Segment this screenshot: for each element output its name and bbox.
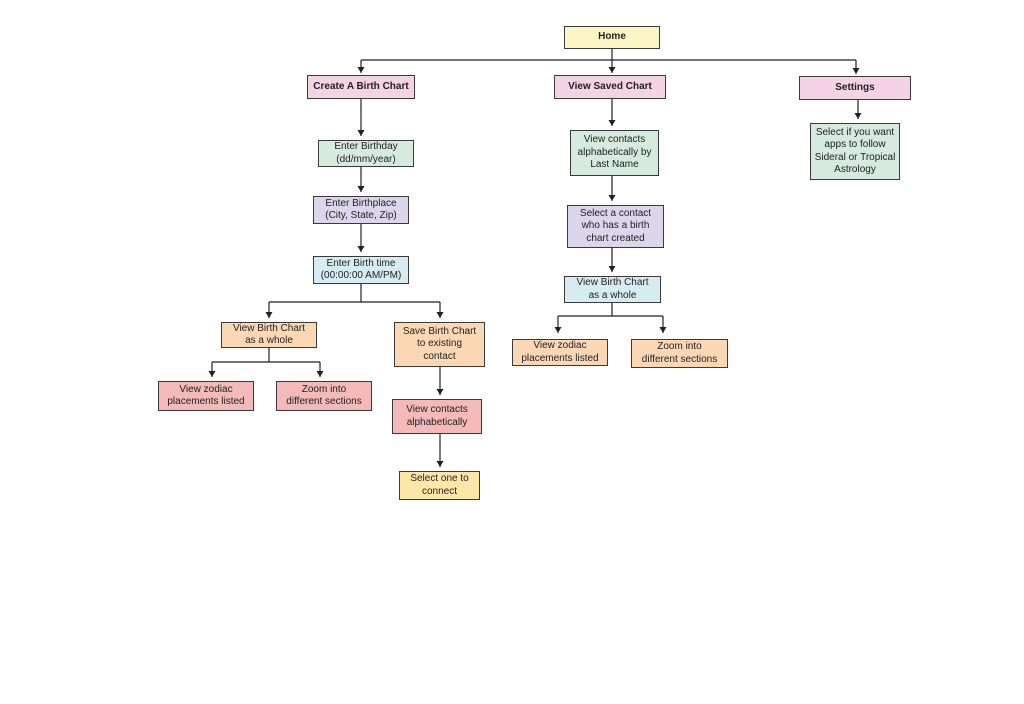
- arrowhead: [436, 312, 444, 318]
- arrowhead: [854, 113, 862, 119]
- arrowhead: [316, 371, 324, 377]
- arrowhead: [659, 327, 667, 333]
- node-view-contacts-last-name: View contacts alphabetically by Last Nam…: [570, 130, 659, 176]
- arrowhead: [608, 195, 616, 201]
- arrowhead: [436, 461, 444, 467]
- node-view-zodiac-mid: View zodiac placements listed: [512, 339, 608, 366]
- node-enter-birth-time: Enter Birth time (00:00:00 AM/PM): [313, 256, 409, 284]
- node-enter-birthday: Enter Birthday (dd/mm/year): [318, 140, 414, 167]
- node-settings: Settings: [799, 76, 911, 100]
- arrowhead: [608, 266, 616, 272]
- node-view-birth-chart-whole-left: View Birth Chart as a whole: [221, 322, 317, 348]
- arrowhead: [436, 389, 444, 395]
- arrowhead: [357, 186, 365, 192]
- node-enter-birthplace: Enter Birthplace (City, State, Zip): [313, 196, 409, 224]
- node-select-contact-with-chart: Select a contact who has a birth chart c…: [567, 205, 664, 248]
- node-zoom-sections-left: Zoom into different sections: [276, 381, 372, 411]
- node-select-one-to-connect: Select one to connect: [399, 471, 480, 500]
- node-view-zodiac-left: View zodiac placements listed: [158, 381, 254, 411]
- arrowhead: [208, 371, 216, 377]
- arrowhead: [357, 130, 365, 136]
- arrowhead: [852, 68, 860, 74]
- arrowhead: [357, 67, 365, 73]
- node-view-saved-chart: View Saved Chart: [554, 75, 666, 99]
- arrowhead: [265, 312, 273, 318]
- node-view-birth-chart-whole-mid: View Birth Chart as a whole: [564, 276, 661, 303]
- arrowhead: [608, 120, 616, 126]
- arrowhead: [357, 246, 365, 252]
- node-save-birth-chart: Save Birth Chart to existing contact: [394, 322, 485, 367]
- node-settings-description: Select if you want apps to follow Sidera…: [810, 123, 900, 180]
- node-create-birth-chart: Create A Birth Chart: [307, 75, 415, 99]
- arrowhead: [554, 327, 562, 333]
- node-view-contacts-alphabetically: View contacts alphabetically: [392, 399, 482, 434]
- arrowhead: [608, 67, 616, 73]
- node-home: Home: [564, 26, 660, 49]
- node-zoom-sections-mid: Zoom into different sections: [631, 339, 728, 368]
